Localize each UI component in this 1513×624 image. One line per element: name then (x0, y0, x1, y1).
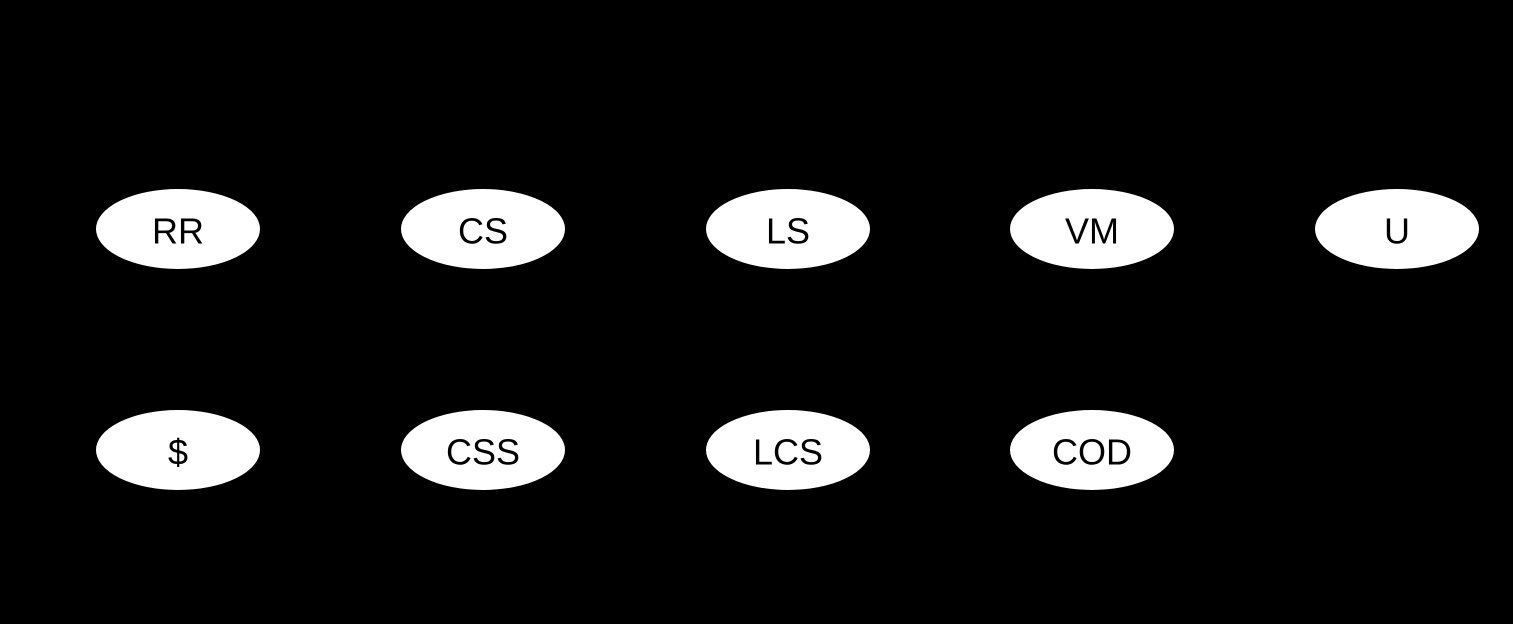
node-cod-label: COD (1052, 432, 1132, 473)
node-cs: CS (399, 187, 567, 271)
node-rr: RR (94, 187, 262, 271)
node-css: CSS (399, 408, 567, 492)
node-vm: VM (1008, 187, 1176, 271)
node-lcs-label: LCS (753, 432, 823, 473)
node-cod-ellipse (1008, 408, 1176, 492)
node-dollar: $ (94, 408, 262, 492)
node-ls: LS (704, 187, 872, 271)
node-rr-ellipse (94, 187, 262, 271)
node-cs-label: CS (458, 211, 508, 252)
node-u-label: U (1384, 211, 1410, 252)
node-dollar-label: $ (168, 432, 188, 473)
node-ls-label: LS (766, 211, 810, 252)
node-cs-ellipse (399, 187, 567, 271)
node-dollar-ellipse (94, 408, 262, 492)
node-vm-ellipse (1008, 187, 1176, 271)
node-vm-label: VM (1065, 211, 1119, 252)
node-css-label: CSS (446, 432, 520, 473)
node-lcs: LCS (704, 408, 872, 492)
node-u-ellipse (1313, 187, 1481, 271)
node-ls-ellipse (704, 187, 872, 271)
node-rr-label: RR (152, 211, 204, 252)
node-cod: COD (1008, 408, 1176, 492)
node-css-ellipse (399, 408, 567, 492)
node-lcs-ellipse (704, 408, 872, 492)
node-u: U (1313, 187, 1481, 271)
